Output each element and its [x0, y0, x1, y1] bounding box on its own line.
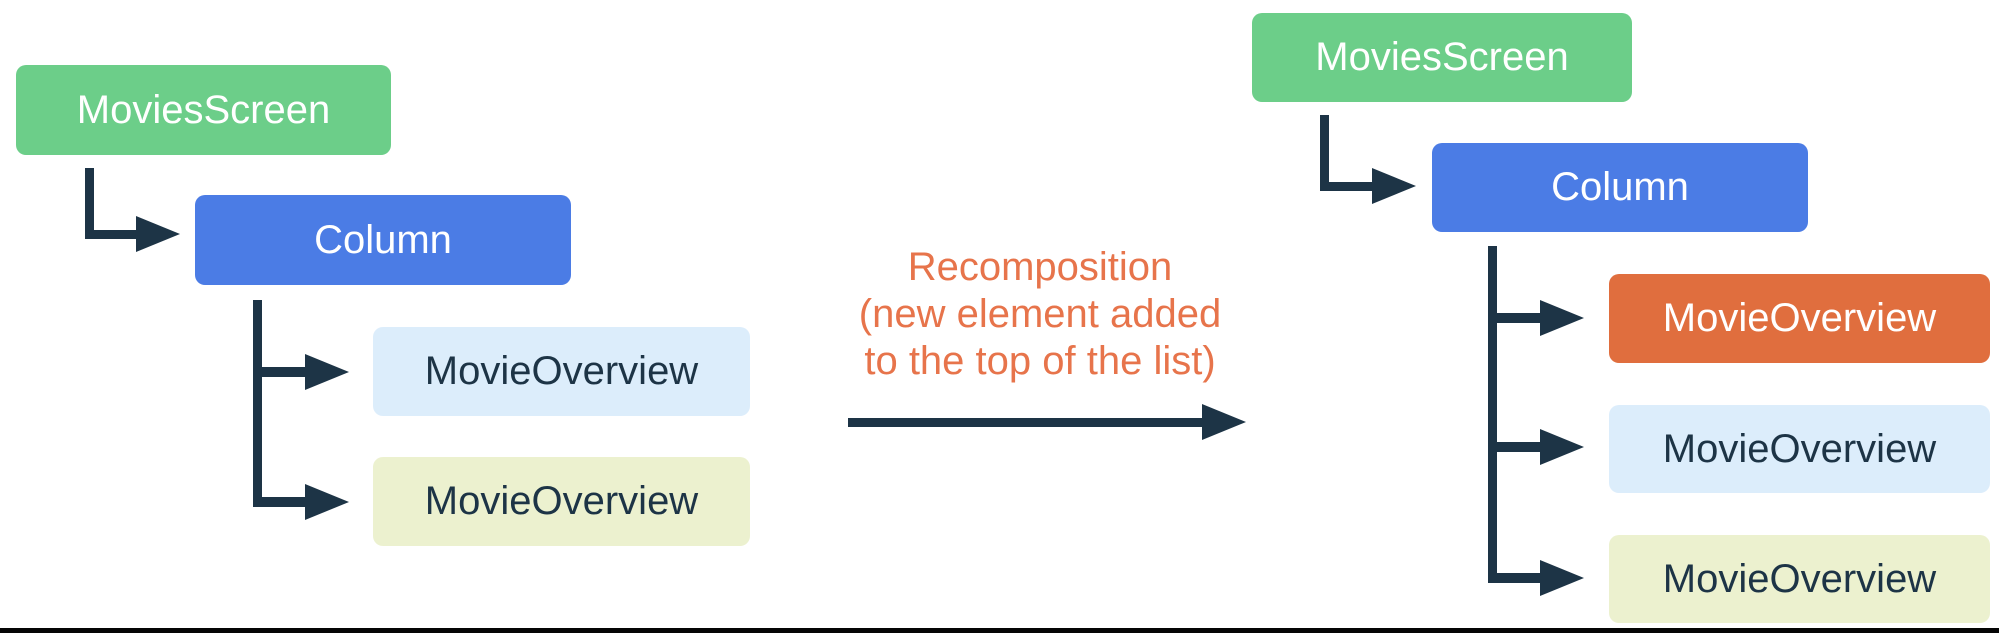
left-root-elbow-hline: [85, 230, 136, 239]
right-tree-movieoverview-node-3: MovieOverview: [1609, 535, 1990, 623]
right-tree-movieoverview-new-node: MovieOverview: [1609, 274, 1990, 363]
right-column-trunk-line: [1488, 246, 1497, 583]
right-branch3-arrowhead-icon: [1540, 560, 1584, 596]
right-root-elbow-vline: [1320, 115, 1329, 191]
left-branch2-arrowhead-icon: [305, 484, 349, 520]
node-label: Column: [1551, 165, 1689, 209]
left-branch1-arrowhead-icon: [305, 354, 349, 390]
node-label: MovieOverview: [424, 349, 699, 393]
left-column-trunk-line: [253, 300, 262, 507]
right-tree-root-node: MoviesScreen: [1252, 13, 1632, 102]
right-root-arrowhead-icon: [1372, 168, 1416, 204]
node-label: MoviesScreen: [76, 87, 331, 132]
left-branch2-hline: [253, 497, 305, 507]
recomposition-caption: Recomposition (new element added to the …: [790, 244, 1290, 385]
right-branch1-hline: [1488, 313, 1540, 323]
left-root-elbow-vline: [85, 168, 94, 239]
node-label: Column: [314, 217, 452, 262]
left-root-arrowhead-icon: [136, 216, 180, 252]
left-tree-column-node: Column: [195, 195, 571, 285]
left-tree-movieoverview-node-2: MovieOverview: [373, 457, 750, 546]
node-label: MovieOverview: [1662, 426, 1937, 471]
left-tree-root-node: MoviesScreen: [16, 65, 391, 155]
node-label: MoviesScreen: [1315, 35, 1569, 79]
node-label: MovieOverview: [1662, 296, 1937, 340]
caption-line-1: Recomposition: [907, 245, 1173, 289]
node-label: MovieOverview: [424, 479, 699, 523]
node-label: MovieOverview: [1662, 556, 1937, 601]
caption-line-3: to the top of the list): [864, 339, 1216, 383]
right-branch3-hline: [1488, 573, 1540, 583]
recomposition-arrowhead-icon: [1202, 404, 1246, 440]
caption-line-2: (new element added: [858, 292, 1222, 336]
right-branch1-arrowhead-icon: [1540, 300, 1584, 336]
bottom-divider: [0, 628, 1999, 633]
right-tree-column-node: Column: [1432, 143, 1808, 232]
right-tree-movieoverview-node-2: MovieOverview: [1609, 405, 1990, 493]
recomposition-arrow-line: [848, 418, 1206, 427]
left-tree-movieoverview-node-1: MovieOverview: [373, 327, 750, 416]
left-branch1-hline: [253, 367, 305, 377]
right-root-elbow-hline: [1320, 182, 1372, 191]
right-branch2-arrowhead-icon: [1540, 429, 1584, 465]
right-branch2-hline: [1488, 442, 1540, 452]
